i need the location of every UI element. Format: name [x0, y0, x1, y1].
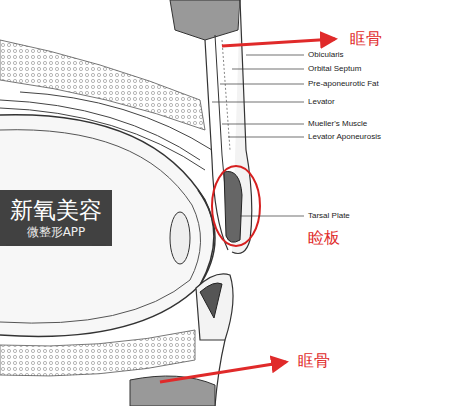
layer-label: Obicularis — [308, 50, 344, 60]
layer-label: Levator — [308, 97, 335, 107]
layer-label: Tarsal Plate — [308, 211, 350, 221]
layer-label: Orbital Septum — [308, 64, 361, 74]
watermark-subtitle: 微整形APP — [6, 224, 106, 240]
bone-label: 眶骨 — [350, 30, 382, 48]
watermark-box: 新氧美容微整形APP — [0, 190, 112, 246]
bone-label: 眶骨 — [298, 352, 330, 370]
layer-label: Levator Aponeurosis — [308, 132, 381, 142]
watermark-title: 新氧美容 — [6, 196, 106, 224]
tarsal-label: 睑板 — [308, 229, 340, 247]
layer-label: Pre-aponeurotic Fat — [308, 79, 379, 89]
layer-label: Mueller's Muscle — [308, 119, 367, 129]
